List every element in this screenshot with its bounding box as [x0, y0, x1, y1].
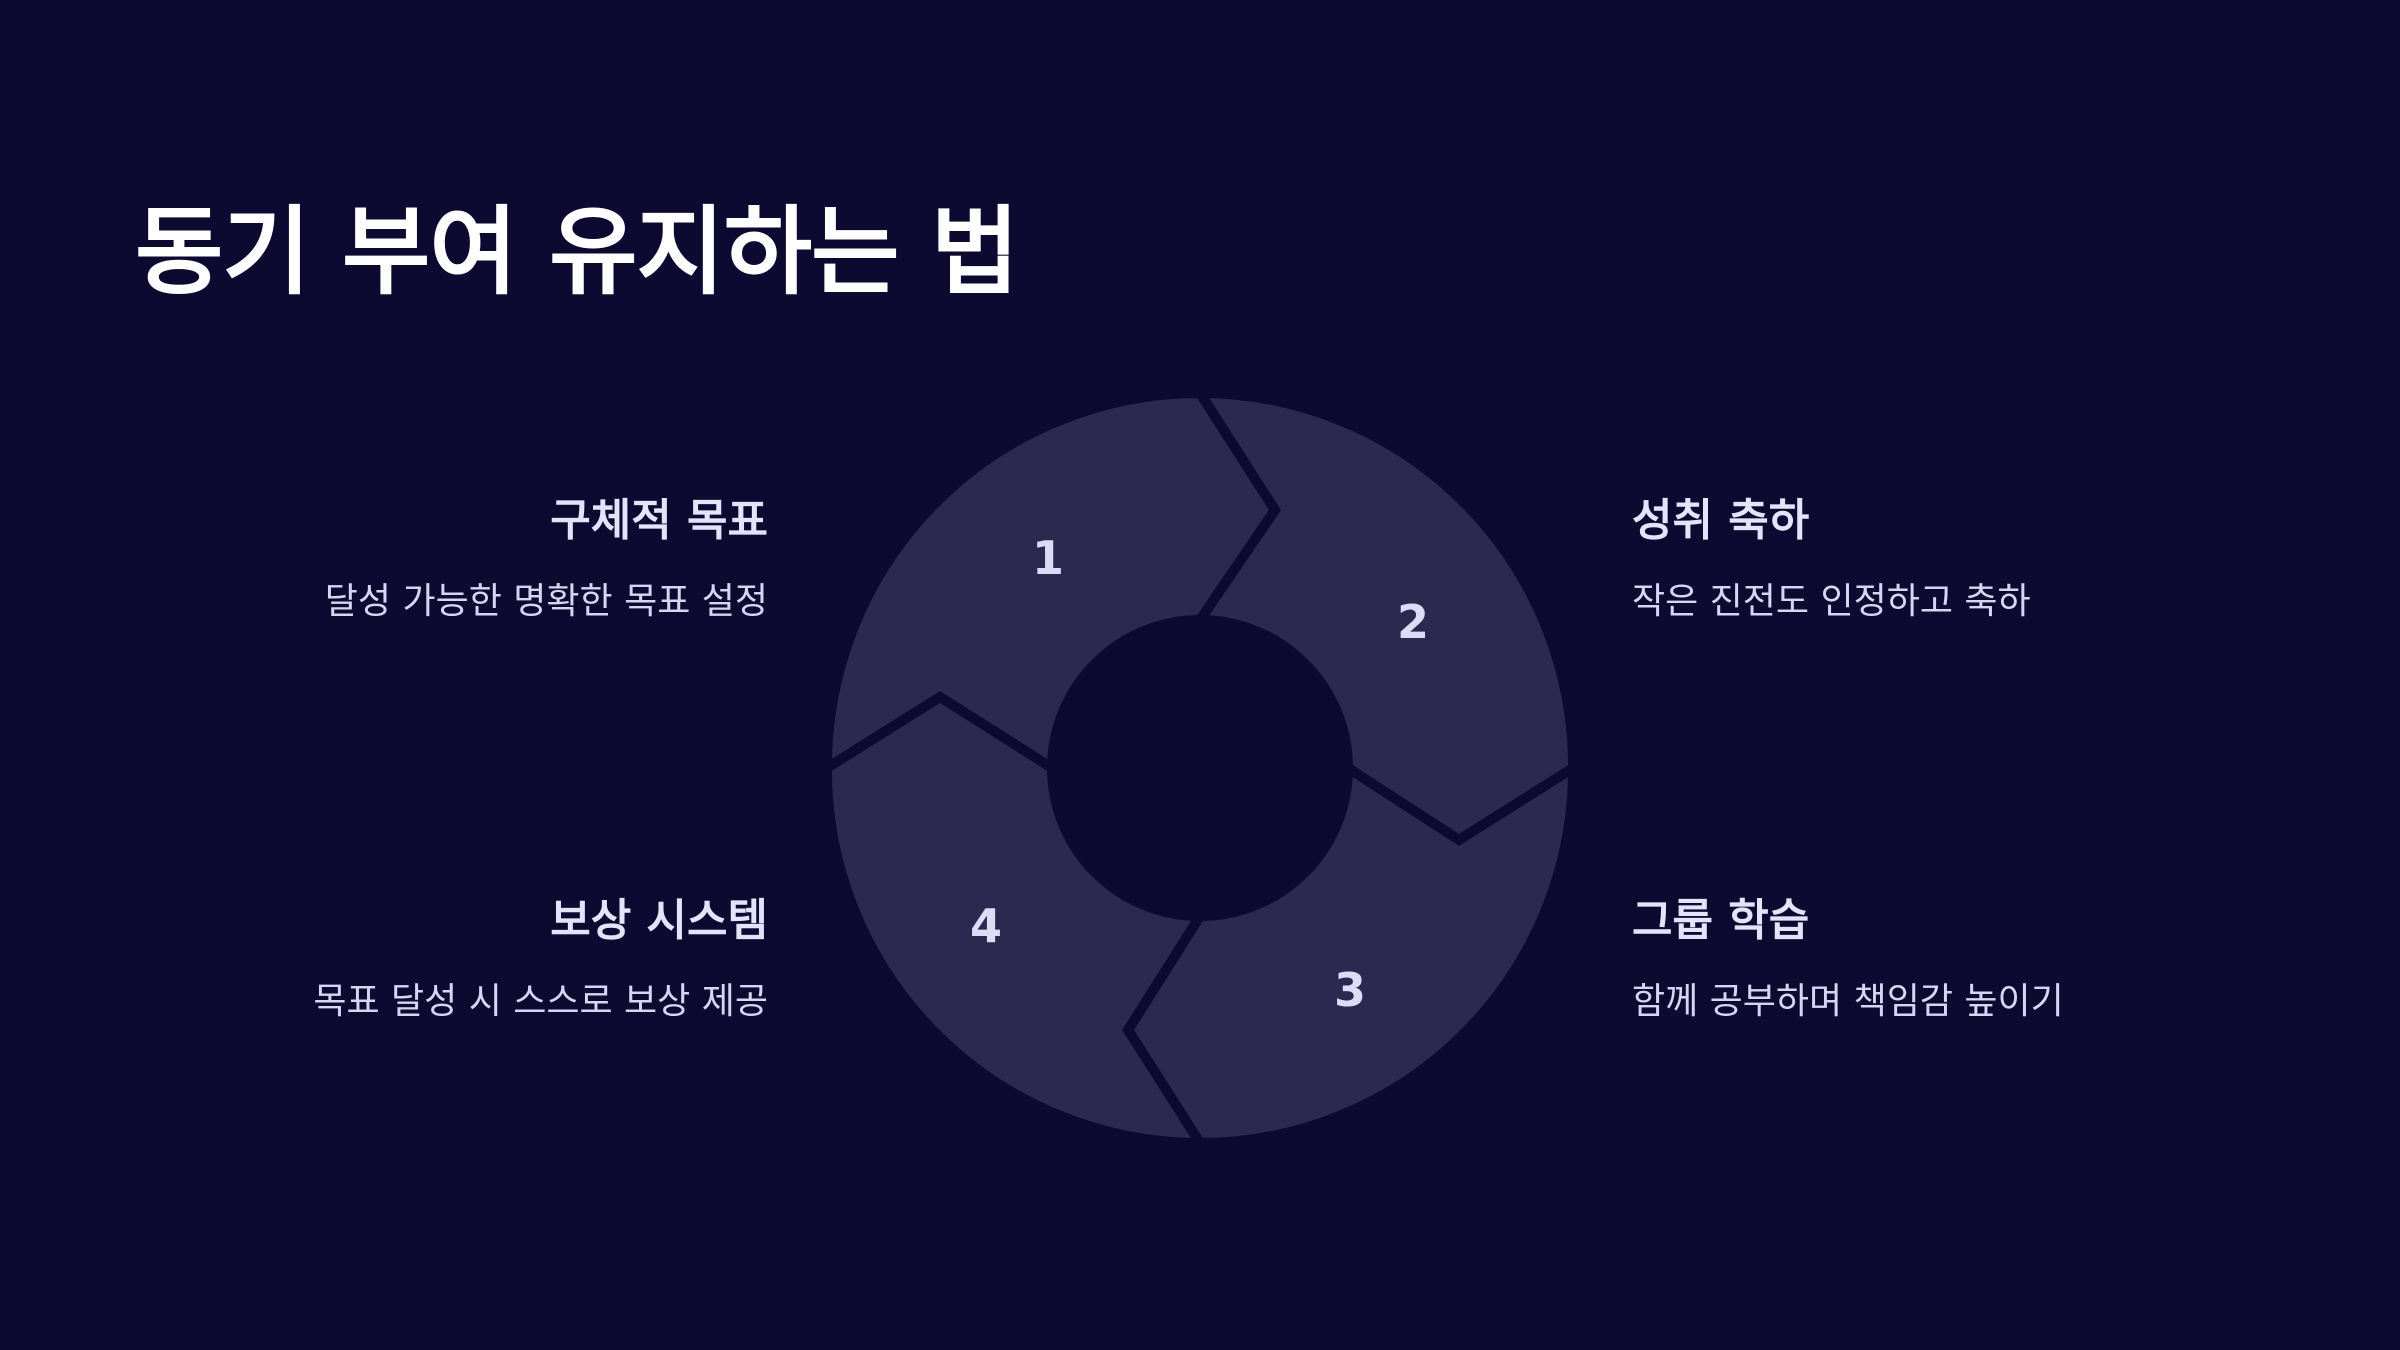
step-item-3: 그룹 학습 함께 공부하며 책임감 높이기	[1632, 895, 2352, 1023]
step-description-1: 달성 가능한 명확한 목표 설정	[324, 580, 768, 622]
step-item-1: 구체적 목표 달성 가능한 명확한 목표 설정	[48, 495, 768, 623]
step-number-4: 4	[970, 899, 1002, 953]
step-title-1: 구체적 목표	[550, 495, 768, 546]
step-item-2: 성취 축하 작은 진전도 인정하고 축하	[1632, 495, 2352, 623]
step-title-2: 성취 축하	[1632, 495, 1810, 546]
step-number-1: 1	[1032, 531, 1064, 585]
cycle-segment-1	[821, 387, 1281, 778]
step-description-3: 함께 공부하며 책임감 높이기	[1632, 980, 2064, 1022]
cycle-segment-3	[1122, 758, 1579, 1149]
page-title: 동기 부여 유지하는 법	[135, 196, 1019, 308]
step-number-2: 2	[1397, 595, 1429, 649]
step-number-3: 3	[1334, 963, 1366, 1017]
step-description-4: 목표 달성 시 스스로 보상 제공	[313, 980, 768, 1022]
step-title-4: 보상 시스템	[550, 895, 768, 946]
step-item-4: 보상 시스템 목표 달성 시 스스로 보상 제공	[48, 895, 768, 1023]
cycle-segment-2	[1190, 387, 1579, 846]
cycle-segment-4	[821, 691, 1210, 1149]
cycle-hub	[1054, 622, 1346, 914]
step-title-3: 그룹 학습	[1632, 895, 1810, 946]
step-description-2: 작은 진전도 인정하고 축하	[1632, 580, 2031, 622]
